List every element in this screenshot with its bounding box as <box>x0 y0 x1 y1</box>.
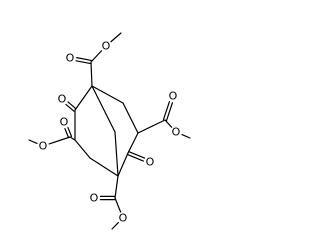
bond-line <box>48 136 71 145</box>
bond-line <box>28 139 38 145</box>
bond-layer <box>28 32 191 230</box>
double-bond-line <box>64 128 70 139</box>
oxygen-atom-label: O <box>102 40 111 53</box>
double-bond-line <box>65 103 75 112</box>
bond-line <box>91 85 116 133</box>
bond-line <box>127 132 139 154</box>
bond-line <box>164 119 173 128</box>
bond-line <box>181 133 191 139</box>
oxygen-atom-label: O <box>60 116 69 129</box>
bond-line <box>114 131 119 177</box>
bond-line <box>111 221 120 230</box>
oxygen-atom-label: O <box>169 90 178 103</box>
bond-line <box>74 85 93 111</box>
double-bond-line <box>67 126 73 138</box>
double-bond-line <box>67 101 77 110</box>
double-bond-line <box>76 57 92 62</box>
oxygen-atom-label: O <box>90 192 99 205</box>
oxygen-atom-label: O <box>146 156 155 169</box>
double-bond-line <box>128 150 146 159</box>
double-bond-line <box>75 60 92 65</box>
bond-line <box>114 197 122 213</box>
oxygen-atom-label: O <box>66 52 75 65</box>
bond-line <box>122 102 139 134</box>
oxygen-atom-label: O <box>58 93 67 106</box>
oxygen-atom-label: O <box>39 140 48 153</box>
bond-line <box>74 139 91 159</box>
bond-line <box>69 136 76 141</box>
bond-line <box>110 32 122 43</box>
double-bond-line <box>165 102 174 122</box>
bond-line <box>90 50 103 63</box>
oxygen-atom-label: O <box>119 212 128 225</box>
bond-line <box>90 61 93 87</box>
double-bond-line <box>126 153 144 162</box>
bond-line <box>91 85 124 104</box>
oxygen-atom-label: O <box>172 126 181 139</box>
bond-line <box>117 152 129 177</box>
bond-line <box>89 157 119 177</box>
bond-line <box>137 119 166 134</box>
bond-line <box>114 175 119 199</box>
double-bond-line <box>162 101 171 121</box>
